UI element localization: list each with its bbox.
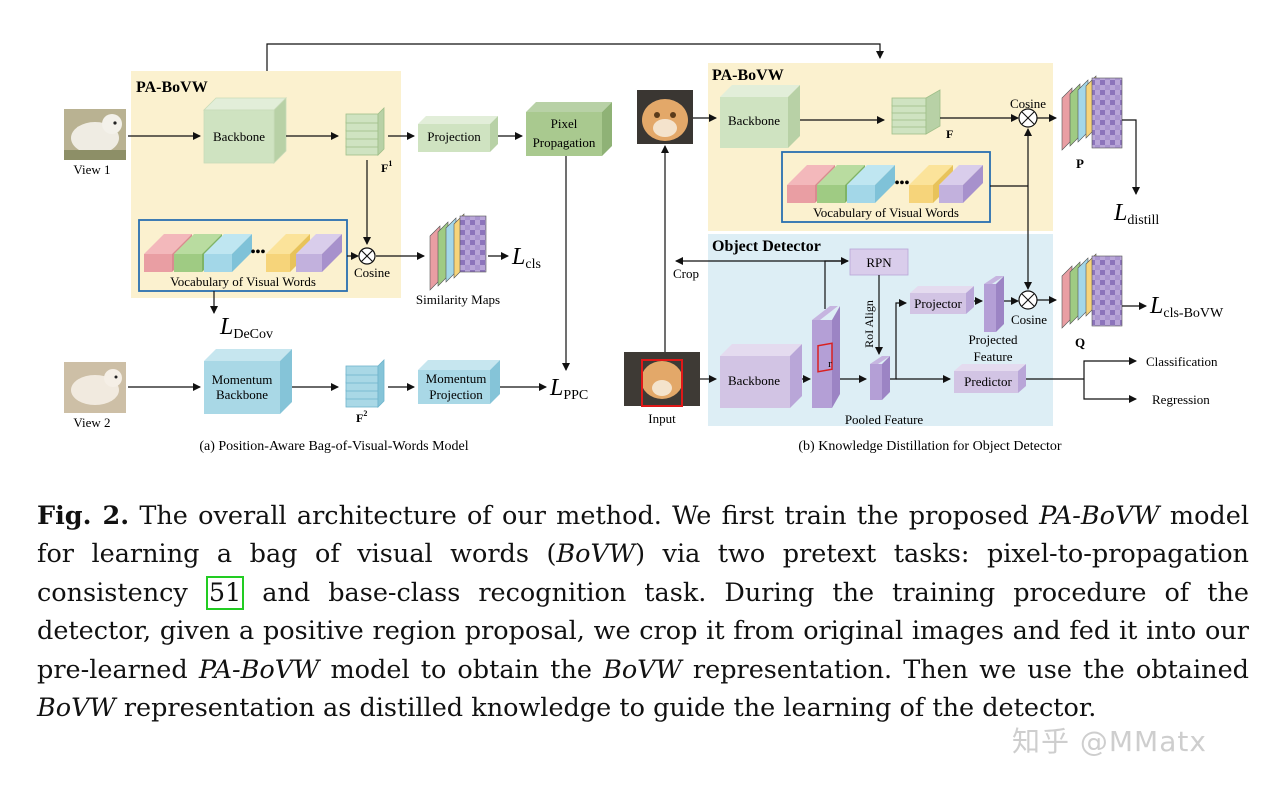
momentum-backbone-label-1: Momentum <box>212 372 273 387</box>
feature-f-label-b: F <box>946 127 953 141</box>
feature-f2-label: F2 <box>356 409 367 425</box>
loss-decov: LDeCov <box>219 314 273 342</box>
loss-distill: Ldistill <box>1113 200 1159 228</box>
caption-bovw-1: BoVW <box>556 539 636 570</box>
view2-label: View 2 <box>73 415 110 430</box>
citation-link[interactable]: 51 <box>205 575 245 610</box>
vocabulary-words-b <box>787 165 983 203</box>
object-detector-title: Object Detector <box>712 238 821 255</box>
crop-label: Crop <box>673 266 699 281</box>
caption-text-7: representation as distilled knowledge to… <box>115 693 1097 724</box>
cosine-operator-top <box>1018 108 1038 128</box>
pa-bovw-title-b: PA-BoVW <box>712 67 784 84</box>
classification-label: Classification <box>1146 354 1218 369</box>
momentum-projection-label-1: Momentum <box>426 371 487 386</box>
similarity-maps-label: Similarity Maps <box>416 292 500 307</box>
projector-block <box>910 286 974 314</box>
panel-a: PA-BoVW View 1 Backbone F1 <box>64 43 884 454</box>
backbone-block-a <box>203 97 287 164</box>
similarity-maps <box>429 213 487 291</box>
input-image <box>624 352 700 407</box>
cosine-operator-bottom <box>1018 290 1038 310</box>
panel-a-caption: (a) Position-Aware Bag-of-Visual-Words M… <box>199 439 468 454</box>
vocabulary-box-b <box>781 151 991 223</box>
momentum-projection-label-2: Projection <box>429 387 483 402</box>
caption-pa-bovw-2: PA-BoVW <box>198 654 320 685</box>
loss-ppc: LPPC <box>549 375 588 403</box>
pixel-propagation-label-1: Pixel <box>551 116 578 131</box>
caption-bovw-2: BoVW <box>603 654 682 685</box>
panel-b-caption: (b) Knowledge Distillation for Object De… <box>798 439 1062 454</box>
caption-bovw-3: BoVW <box>37 693 116 724</box>
pixel-propagation-block <box>526 102 612 156</box>
cosine-label-top: Cosine <box>1010 96 1046 111</box>
momentum-backbone-block <box>204 349 292 414</box>
feature-f1-stack <box>345 107 385 156</box>
detector-backbone-block <box>720 344 802 408</box>
roi-align-label: RoI Align <box>862 300 876 348</box>
watermark: 知乎 @MMatx <box>1012 725 1207 758</box>
panel-b: PA-BoVW Object Detector Backbone F <box>624 63 1224 454</box>
projection-block-a <box>418 116 498 152</box>
projected-feature-label-2: Feature <box>974 349 1013 364</box>
view1-label: View 1 <box>73 162 110 177</box>
loss-cls: Lcls <box>511 244 541 272</box>
rpn-label: RPN <box>866 255 892 270</box>
caption-text-6: representation. Then we use the obtained <box>681 654 1250 685</box>
cropped-cat-image <box>637 90 693 144</box>
vocabulary-dots-b: ••• <box>895 176 910 191</box>
caption-text-5: model to obtain the <box>319 654 604 685</box>
momentum-backbone-label-2: Backbone <box>216 387 268 402</box>
loss-cls-bovw: Lcls-BoVW <box>1149 293 1224 321</box>
q-tensor <box>1061 253 1123 329</box>
p-label: P <box>1076 156 1084 171</box>
q-label: Q <box>1075 335 1085 350</box>
predictor-label: Predictor <box>964 374 1012 389</box>
figure-caption: Fig. 2. The overall architecture of our … <box>37 497 1249 727</box>
caption-text-2: model for learning a bag of visual words… <box>37 501 1249 570</box>
feature-f-stack-b <box>891 89 941 135</box>
rpn-block <box>849 248 909 276</box>
projection-label-a: Projection <box>427 129 481 144</box>
cosine-label-bottom: Cosine <box>1011 312 1047 327</box>
vocabulary-words-a <box>144 234 342 272</box>
detector-backbone-label: Backbone <box>728 373 780 388</box>
pooled-feature <box>870 356 890 400</box>
caption-text-3: ) via two pretext tasks: pixel-to-propag… <box>37 539 1249 608</box>
p-tensor <box>1061 75 1123 151</box>
projected-feature-label-1: Projected <box>968 332 1018 347</box>
feature-f1-label: F1 <box>381 159 392 175</box>
input-label: Input <box>648 411 676 426</box>
vocabulary-dots-a: ••• <box>251 245 266 260</box>
regression-label: Regression <box>1152 392 1210 407</box>
figure-label: Fig. 2. <box>37 501 130 531</box>
pa-bovw-title-a: PA-BoVW <box>136 79 208 96</box>
pixel-propagation-label-2: Propagation <box>533 135 596 150</box>
caption-text-4: and base-class recognition task. During … <box>37 577 1249 685</box>
backbone-block-b <box>720 85 800 148</box>
projector-label: Projector <box>914 296 962 311</box>
vocabulary-label-b: Vocabulary of Visual Words <box>813 205 959 220</box>
r-label: r <box>828 358 832 370</box>
feature-f2-stack <box>345 359 385 408</box>
backbone-label-a: Backbone <box>213 129 265 144</box>
momentum-projection-block <box>418 360 500 404</box>
architecture-figure: PA-BoVW View 1 Backbone F1 <box>64 43 1224 454</box>
vocabulary-label-a: Vocabulary of Visual Words <box>170 274 316 289</box>
caption-pa-bovw-1: PA-BoVW <box>1039 501 1160 531</box>
cosine-operator-a <box>358 247 376 265</box>
backbone-label-b: Backbone <box>728 113 780 128</box>
predictor-block <box>954 364 1026 393</box>
view2-image <box>64 362 126 413</box>
caption-text-1: The overall architecture of our method. … <box>129 501 1040 531</box>
pooled-feature-label: Pooled Feature <box>845 412 924 427</box>
view1-image <box>64 109 126 160</box>
detector-feature-map <box>812 306 840 408</box>
projected-feature <box>984 276 1004 332</box>
cosine-label-a: Cosine <box>354 265 390 280</box>
